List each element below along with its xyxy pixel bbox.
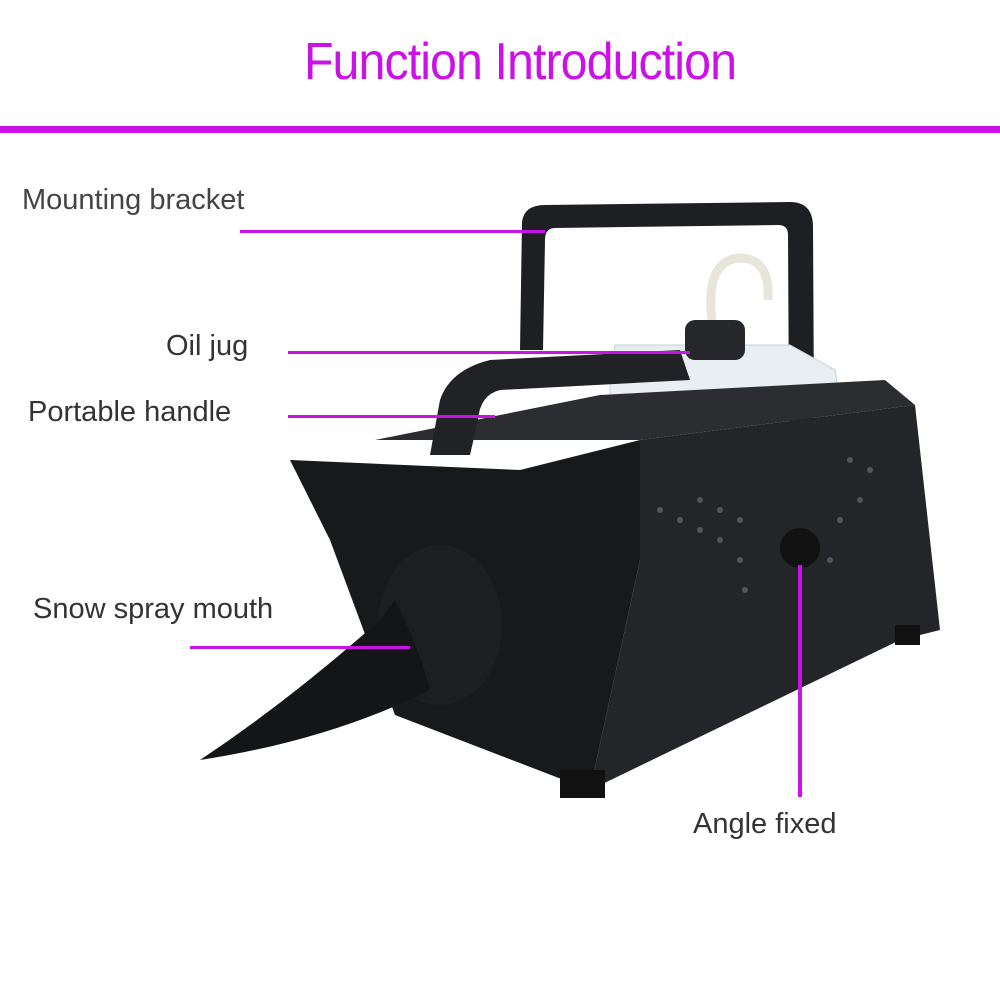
tube-shape: [706, 253, 773, 321]
spray-sock-shape: [200, 600, 430, 760]
label-portable-handle: Portable handle: [28, 396, 232, 428]
leader-line-oil-jug: [288, 351, 690, 354]
portable-handle-shape: [430, 350, 690, 455]
jug-cap-shape: [685, 320, 745, 360]
leader-line-angle-fixed: [798, 565, 802, 797]
angle-knob-shape: [780, 528, 820, 568]
leader-line-snow-spray-mouth: [190, 646, 410, 649]
label-angle-fixed: Angle fixed: [693, 808, 837, 840]
title-divider: [0, 126, 1000, 133]
body-top-shape: [375, 380, 915, 440]
label-snow-spray-mouth: Snow spray mouth: [33, 593, 274, 625]
label-oil-jug: Oil jug: [166, 330, 249, 362]
page-title: Function Introduction: [303, 33, 737, 91]
leader-line-mounting-bracket: [240, 230, 545, 233]
label-mounting-bracket: Mounting bracket: [22, 184, 245, 216]
leader-line-portable-handle: [288, 415, 495, 418]
body-side-shape: [590, 405, 940, 790]
vent-holes: [657, 457, 873, 593]
